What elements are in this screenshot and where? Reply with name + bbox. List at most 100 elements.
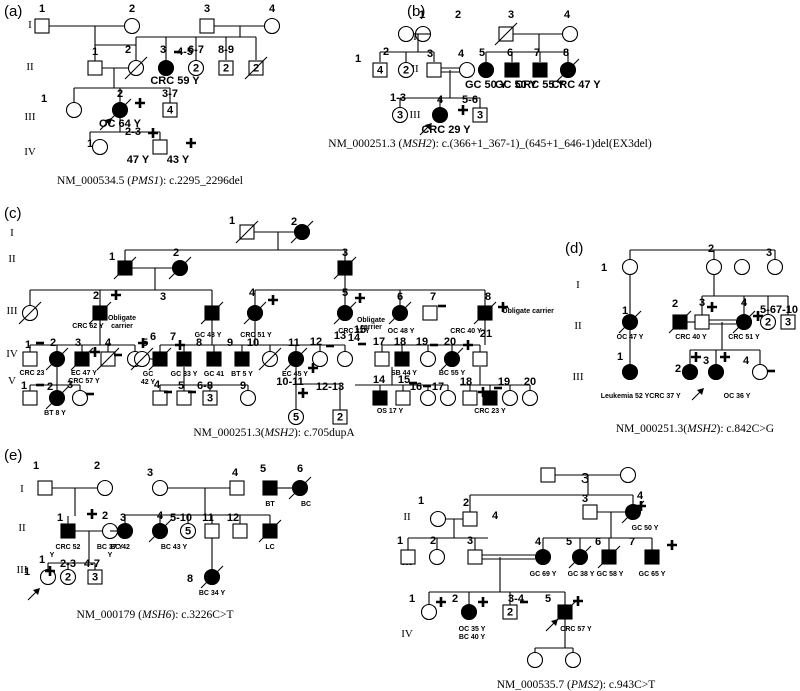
pedigree-label: 14 xyxy=(373,374,386,386)
deceased-slash xyxy=(568,545,592,569)
deceased-slash xyxy=(243,301,267,325)
pedigree-label: 4 xyxy=(492,510,499,522)
pedigree-label: CRC 57 Y xyxy=(68,378,100,385)
pedigree-label: 3 xyxy=(147,467,153,479)
pedigree-label: GC 41 xyxy=(204,371,224,378)
generation-label: I xyxy=(576,279,580,291)
pedigree-label: 1 xyxy=(109,251,115,263)
female-symbol xyxy=(526,651,544,669)
pedigree-label: CRC 47 Y xyxy=(551,79,601,91)
female-symbol xyxy=(391,106,409,124)
male-symbol xyxy=(372,62,388,78)
generation-label: IV xyxy=(24,146,36,158)
pedigree-label: 3 xyxy=(120,512,126,524)
pedigree-label: 11 xyxy=(288,337,300,349)
pedigree-label: 5 xyxy=(545,593,551,605)
pedigree-label: BC 55 Y xyxy=(439,370,466,377)
pedigree-label: 2 xyxy=(452,593,458,605)
pedigree-label: OC 48 Y xyxy=(388,328,415,335)
pedigree-label: 3 xyxy=(342,247,348,259)
pedigree-label: 2 xyxy=(672,298,678,310)
pedigree-label: BC 43 Y xyxy=(161,544,188,551)
carrier-plus-sign xyxy=(753,311,763,321)
pedigree-label: GC 65 Y xyxy=(639,571,666,578)
pedigree-label: 4 xyxy=(637,490,644,502)
male-symbol xyxy=(540,467,556,483)
male-symbol xyxy=(22,351,38,367)
pedigree-label: 20 xyxy=(444,336,456,348)
carrier-plus-sign xyxy=(667,540,677,550)
carrier-plus-sign xyxy=(498,302,508,312)
pedigree-label: CRC 62 Y xyxy=(72,323,104,330)
deceased-slash xyxy=(113,256,137,280)
female-symbol xyxy=(521,389,539,407)
carrier-plus-sign xyxy=(458,105,468,115)
generation-label: IV xyxy=(401,628,413,640)
pedigree-label: 5-10 xyxy=(170,512,192,524)
male-symbol xyxy=(472,107,488,123)
pedigree-label: CRC 52 xyxy=(56,544,81,551)
male-symbol xyxy=(482,390,498,406)
multiple-individuals-count: 2 xyxy=(337,412,343,424)
carrier-plus-sign xyxy=(298,388,308,398)
male-symbol xyxy=(462,511,478,527)
male-symbol xyxy=(332,409,348,425)
female-symbol xyxy=(458,61,476,79)
pedigree-label: 15 xyxy=(398,374,410,386)
deceased-slash xyxy=(148,347,172,371)
proband-arrowhead xyxy=(33,588,40,595)
variant-caption: NM_000251.3(MSH2): c.842C>G xyxy=(616,423,774,435)
pedigree-label: 11 xyxy=(202,512,214,524)
panel-label: (e) xyxy=(4,447,22,464)
pedigree-label: 17 xyxy=(432,381,444,393)
female-symbol xyxy=(501,389,519,407)
pedigree-label: Obligate xyxy=(357,317,385,324)
pedigree-label: CRC 37 Y xyxy=(649,393,681,400)
female-symbol xyxy=(707,363,725,381)
deceased-slash xyxy=(494,22,518,46)
deceased-slash xyxy=(108,98,132,122)
male-symbol xyxy=(206,351,222,367)
pedigree-label: 8 xyxy=(187,573,193,585)
proband-arrowhead xyxy=(425,123,432,130)
female-symbol xyxy=(429,510,447,528)
generation-label: I xyxy=(413,31,417,43)
pedigree-label: 3 xyxy=(67,379,73,391)
pedigree-label: BT 8 Y xyxy=(44,410,66,417)
multiple-individuals-count: 3 xyxy=(207,393,213,405)
male-symbol xyxy=(694,314,710,330)
carrier-plus-sign xyxy=(111,290,121,300)
male-symbol xyxy=(234,351,250,367)
pedigree-label: GC xyxy=(143,371,154,378)
pedigree-label: EC 45 Y xyxy=(282,371,308,378)
variant-caption: NM_000534.5 (PMS1): c.2295_2296del xyxy=(57,175,243,187)
female-symbol xyxy=(263,17,281,35)
pedigree-label: 1 xyxy=(25,339,31,351)
pedigree-label: 3 xyxy=(703,355,709,367)
pedigree-label: 8 xyxy=(563,47,569,59)
generation-label: III xyxy=(17,564,28,576)
generation-label: I xyxy=(28,19,32,31)
pedigree-label: 1 xyxy=(24,566,30,578)
deceased-slash xyxy=(88,301,112,325)
carrier-plus-sign xyxy=(90,347,100,357)
female-symbol xyxy=(311,350,329,368)
pedigree-label: 2 xyxy=(117,88,123,100)
multiple-individuals-count: 2 xyxy=(193,63,199,75)
male-symbol xyxy=(232,523,248,539)
generation-label: III xyxy=(410,109,421,121)
pedigree-label: 9 xyxy=(227,337,233,349)
deceased-slash xyxy=(200,301,224,325)
female-symbol xyxy=(705,258,723,276)
pedigree-label: Obligate xyxy=(108,315,136,322)
generation-label: II xyxy=(8,253,16,265)
pedigree-label: 3 xyxy=(160,44,166,56)
pedigree-label: 47 Y xyxy=(127,154,150,166)
panel-label: (c) xyxy=(4,205,22,222)
multiple-individuals-count: 5 xyxy=(293,412,299,424)
female-symbol xyxy=(439,389,457,407)
pedigree-label: 1 xyxy=(92,46,98,58)
pedigree-label: CRC 40 Y xyxy=(675,334,707,341)
